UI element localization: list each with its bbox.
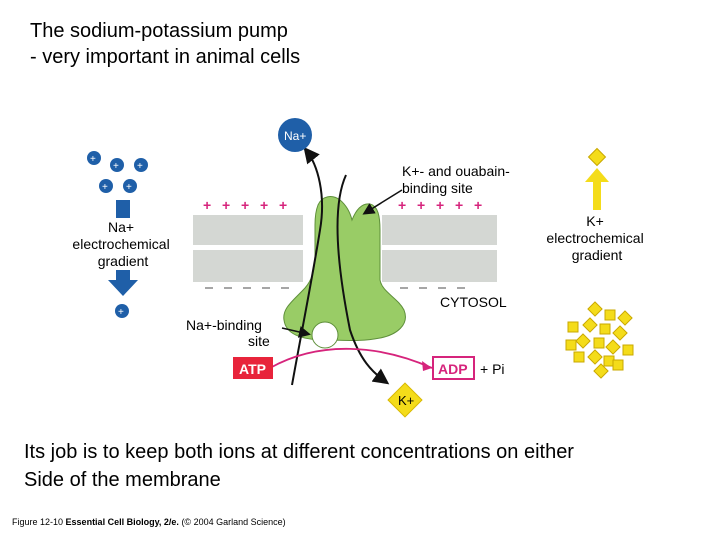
na-binding-pocket — [311, 321, 339, 349]
adp-box — [432, 356, 475, 380]
na-transport-arrow — [291, 146, 323, 386]
plus-sign: + — [436, 197, 444, 213]
k-ion-dot — [593, 363, 609, 379]
na-ion-dot-sign: + — [113, 161, 119, 172]
k-gradient-line-2: electrochemical — [546, 230, 643, 246]
k-ion-label: K+ — [398, 393, 414, 408]
na-gradient-line-1: Na+ — [108, 219, 134, 235]
k-gradient-arrow-shaft — [593, 180, 601, 210]
membrane-lower-left — [193, 250, 303, 282]
slide-title: The sodium-potassium pump - very importa… — [30, 18, 300, 70]
plus-sign: + — [222, 197, 230, 213]
na-gradient-line-2: electrochemical — [72, 236, 169, 252]
k-ion-dot — [612, 359, 624, 371]
k-gradient-line-3: gradient — [572, 247, 623, 263]
atp-box — [233, 357, 273, 379]
na-ion-dot — [134, 158, 148, 172]
k-ion-cluster — [565, 301, 634, 379]
plus-sign: + — [260, 197, 268, 213]
na-ion-dot-sign: + — [118, 307, 124, 318]
na-ion-dot — [123, 179, 137, 193]
k-binding-pointer — [362, 189, 403, 215]
k-ion-dot — [599, 323, 611, 335]
na-gradient-line-3: gradient — [98, 253, 149, 269]
na-ion-dot-sign: + — [90, 154, 96, 165]
k-ion-dot — [605, 339, 621, 355]
k-ion-dot — [604, 309, 616, 321]
k-ion-dot — [593, 337, 605, 349]
na-gradient-panel: + + + + + Na+ electrochemical gradient + — [72, 151, 173, 318]
na-binding-line-1: Na+-binding — [186, 317, 262, 333]
k-binding-line-2: binding site — [402, 180, 473, 196]
plus-sign: + — [241, 197, 249, 213]
membrane-upper-right — [382, 215, 497, 245]
k-gradient-panel: K+ electrochemical gradient — [546, 147, 647, 379]
plus-sign: + — [417, 197, 425, 213]
k-ion-dot — [582, 317, 598, 333]
k-ion-dot — [565, 339, 577, 351]
na-binding-pointer — [281, 326, 311, 338]
k-ion-dot — [617, 310, 633, 326]
k-ion-dot — [573, 351, 585, 363]
plus-sign: + — [279, 197, 287, 213]
na-binding-line-2: site — [248, 333, 270, 349]
na-gradient-arrow-head — [108, 280, 138, 296]
na-ion-label: Na+ — [284, 129, 306, 143]
na-ion-dot-sign: + — [102, 182, 108, 193]
figure-caption: Figure 12-10 Essential Cell Biology, 2/e… — [12, 517, 286, 527]
membrane — [193, 215, 497, 282]
caption-figure: Figure 12-10 — [12, 517, 64, 527]
pump-protein — [283, 196, 406, 341]
explanation-line-1: Its job is to keep both ions at differen… — [24, 441, 574, 463]
k-ion-dot — [587, 301, 603, 317]
k-transport-arrow — [336, 174, 390, 385]
atp-to-adp-arrowhead — [422, 361, 432, 371]
na-ion-dot — [110, 158, 124, 172]
explanation-text: Its job is to keep both ions at differen… — [24, 438, 574, 494]
extracellular-plus-signs: + + + + + + + + + + — [203, 197, 482, 213]
na-ion-dot — [115, 304, 129, 318]
caption-book: Essential Cell Biology, 2/e. — [65, 517, 179, 527]
k-ion-dot — [587, 147, 607, 167]
adp-label: ADP — [438, 361, 468, 377]
na-ion-dot-sign: + — [137, 161, 143, 172]
plus-sign: + — [455, 197, 463, 213]
plus-sign: + — [203, 197, 211, 213]
pi-label: + Pi — [480, 361, 505, 377]
atp-to-adp-arrow — [269, 347, 433, 369]
caption-copyright: (© 2004 Garland Science) — [181, 517, 286, 527]
title-line-1: The sodium-potassium pump — [30, 20, 288, 42]
cytosol-label: CYTOSOL — [440, 294, 507, 310]
na-gradient-arrow-shaft — [116, 200, 130, 218]
plus-sign: + — [398, 197, 406, 213]
title-line-2: - very important in animal cells — [30, 46, 301, 68]
k-gradient-label: K+ electrochemical gradient — [546, 213, 647, 263]
k-ion-dot — [567, 321, 579, 333]
na-gradient-label: Na+ electrochemical gradient — [72, 219, 173, 269]
na-ion-dot — [87, 151, 101, 165]
k-ion-dot — [612, 325, 628, 341]
na-ion-dot-sign: + — [126, 182, 132, 193]
k-binding-line-1: K+- and ouabain- — [402, 163, 510, 179]
explanation-line-2: Side of the membrane — [24, 469, 221, 491]
k-gradient-line-1: K+ — [586, 213, 604, 229]
plus-sign: + — [474, 197, 482, 213]
k-binding-site-label: K+- and ouabain- binding site — [402, 163, 514, 196]
k-ion-dot — [587, 349, 603, 365]
k-ion-cytosol — [387, 382, 423, 418]
na-ion-dot — [99, 179, 113, 193]
membrane-upper-left — [193, 215, 303, 245]
na-gradient-arrow-shaft — [116, 270, 130, 280]
k-gradient-arrow-head — [585, 168, 609, 182]
na-ion-extracellular — [278, 118, 312, 152]
k-ion-dot — [575, 333, 591, 349]
na-binding-site-label: Na+-binding site — [186, 317, 270, 349]
membrane-lower-right — [382, 250, 497, 282]
k-ion-dot — [622, 344, 634, 356]
atp-label: ATP — [239, 361, 266, 377]
